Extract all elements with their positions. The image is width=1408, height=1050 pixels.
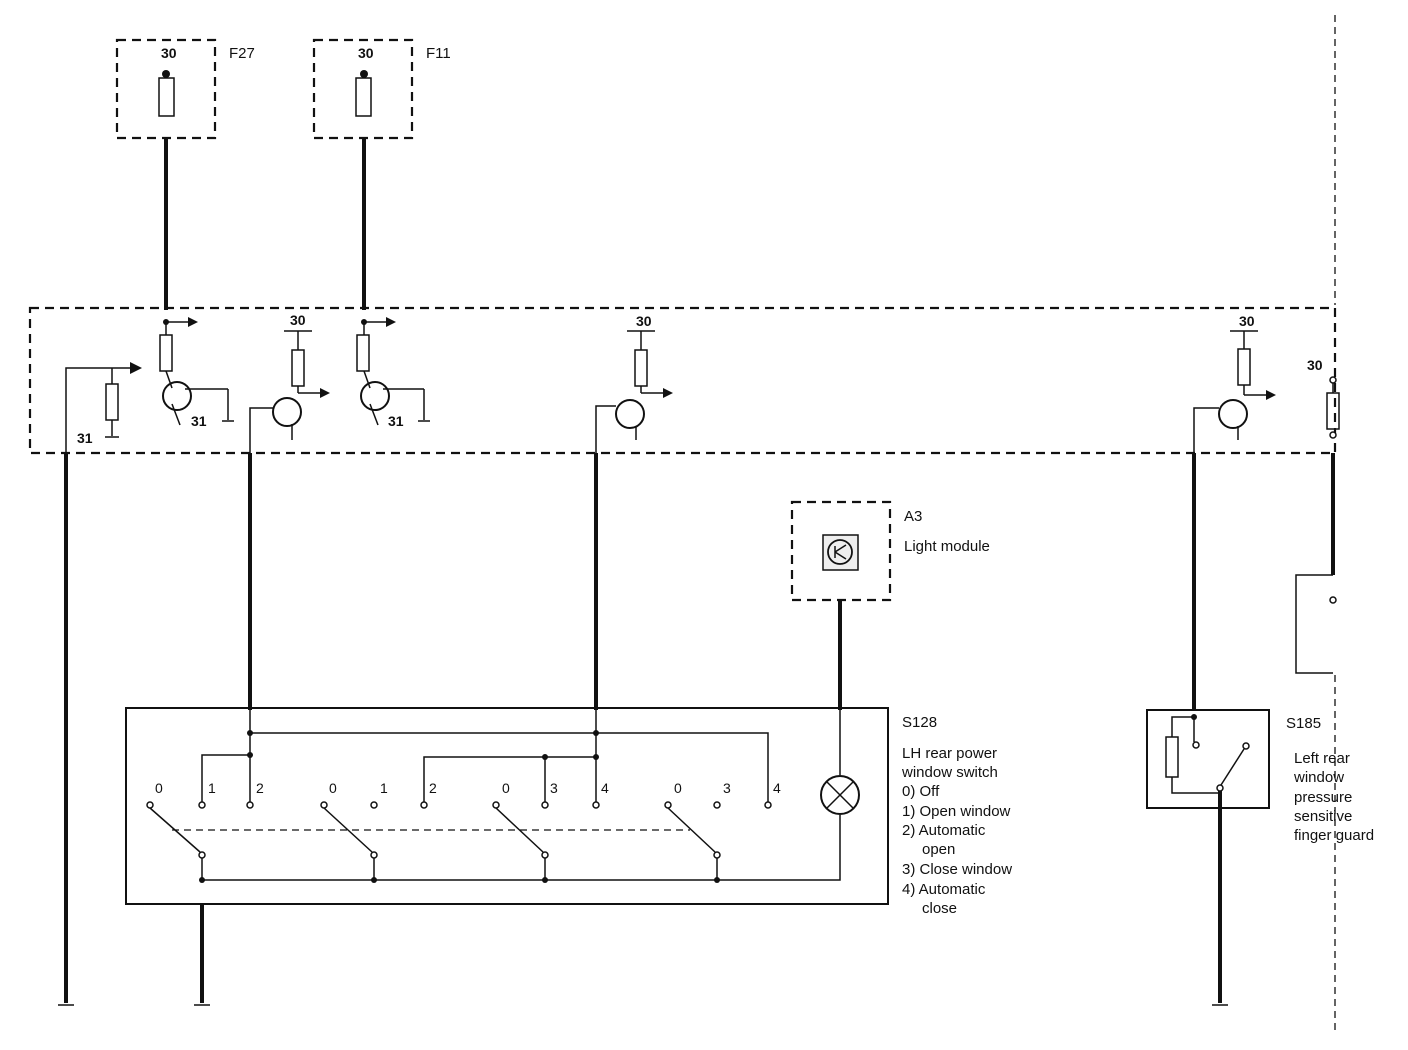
s185-name-line5: finger guard [1294,827,1374,844]
s185-name-line3: pressure [1294,789,1352,806]
s128-g4-pos4: 4 [773,780,781,796]
s128-legend-4: 3) Close window [902,861,1012,878]
s185-name-line2: window [1293,769,1344,786]
s128-g3-pos3: 3 [550,780,558,796]
s128-legend-5: 4) Automatic [902,881,986,898]
finger-guard-s185: S185 Left rear window pressure sensitive… [1146,709,1374,844]
fuse-f27: 30 F27 [115,38,255,140]
s128-g4-pos0: 0 [674,780,682,796]
a3-name: Light module [904,538,990,555]
s128-g2-pos0: 0 [329,780,337,796]
s128-id: S128 [902,714,937,731]
s128-g3-pos0: 0 [502,780,510,796]
right-loop [1295,574,1333,674]
module-supply-t5: 30 [1239,313,1255,329]
s128-g2-pos2: 2 [429,780,437,796]
s128-g1-pos2: 2 [256,780,264,796]
s128-g4-pos3: 3 [723,780,731,796]
module-ground-left: 31 [77,430,93,446]
module-supply-t4: 30 [636,313,652,329]
s185-id: S185 [1286,715,1321,732]
control-module: 31 31 30 31 [28,306,1340,455]
fuse-f11-pin: 30 [358,45,374,61]
fuse-f27-pin: 30 [161,45,177,61]
s128-name-line1: LH rear power [902,745,997,762]
module-ground-t3: 31 [388,413,404,429]
s128-g2-pos1: 1 [380,780,388,796]
s128-g1-pos1: 1 [208,780,216,796]
s128-name-line2: window switch [901,764,998,781]
s128-legend-0: 0) Off [902,783,940,800]
s128-g1-pos0: 0 [155,780,163,796]
s185-name-line1: Left rear [1294,750,1350,767]
module-supply-t2: 30 [290,312,306,328]
switch-s128: 0 1 2 0 1 2 0 3 4 0 3 4 [125,707,1012,917]
s128-legend-2: 2) Automatic [902,822,986,839]
s128-legend-1: 1) Open window [902,803,1011,820]
s128-legend-6: close [922,900,957,917]
module-supply-right: 30 [1307,357,1323,373]
fuse-f11: 30 F11 [312,38,451,140]
fuse-f11-label: F11 [426,45,451,62]
s128-g3-pos4: 4 [601,780,609,796]
a3-id: A3 [904,508,922,525]
fuse-f27-label: F27 [229,45,255,62]
light-module-a3: A3 Light module [790,500,990,602]
module-ground-t1: 31 [191,413,207,429]
s185-name-line4: sensitive [1294,808,1352,825]
s128-legend-3: open [922,841,955,858]
